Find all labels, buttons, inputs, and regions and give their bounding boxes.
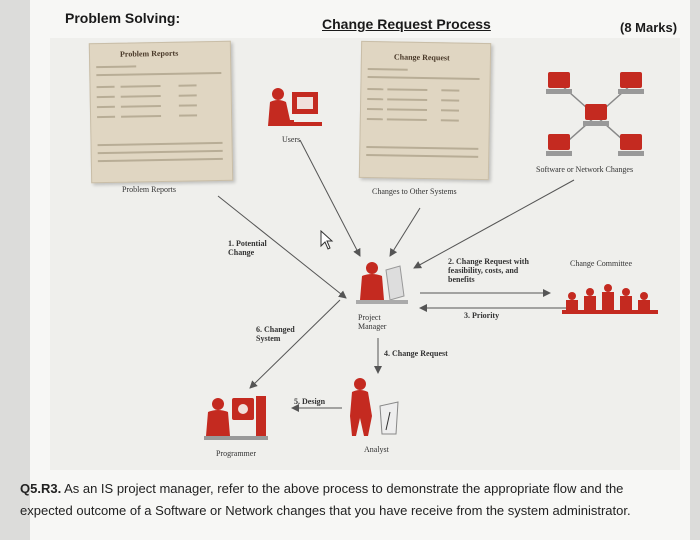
priority-label: 3. Priority [464,311,500,320]
question-text: Q5.R3. As an IS project manager, refer t… [20,478,660,522]
change-request-step-label: 4. Change Request [384,349,448,358]
potential-change-label: 1. Potential Change [228,239,267,257]
project-manager-figure-icon [356,262,408,304]
users-label: Users [282,135,301,144]
change-committee-label: Change Committee [570,259,632,268]
programmer-label: Programmer [216,449,256,458]
change-committee-figure-icon [562,284,658,314]
change-request-feasibility-label: 2. Change Request with feasibility, cost… [448,257,529,284]
problem-solving-heading: Problem Solving: [65,10,181,26]
changed-system-label: 6. Changed System [256,325,295,343]
question-body: As an IS project manager, refer to the a… [20,481,631,518]
mouse-cursor-icon [320,230,334,250]
network-computers-icon [546,72,644,156]
problem-reports-caption: Problem Reports [122,185,176,194]
change-request-diagram: Problem Reports Problem Reports Change R… [50,38,680,470]
question-id: Q5.R3. [20,481,62,496]
analyst-figure-icon [350,378,399,436]
changes-to-other-systems-label: Changes to Other Systems [372,187,457,196]
diagram-title: Change Request Process [322,16,491,32]
programmer-figure-icon [204,396,268,440]
software-network-changes-label: Software or Network Changes [536,165,634,174]
marks-label: (8 Marks) [620,20,678,35]
users-figure-icon [268,88,322,126]
flow-arrows [217,139,575,412]
analyst-label: Analyst [364,445,389,454]
project-manager-label: Project Manager [358,313,387,331]
design-label: 5. Design [294,397,326,406]
